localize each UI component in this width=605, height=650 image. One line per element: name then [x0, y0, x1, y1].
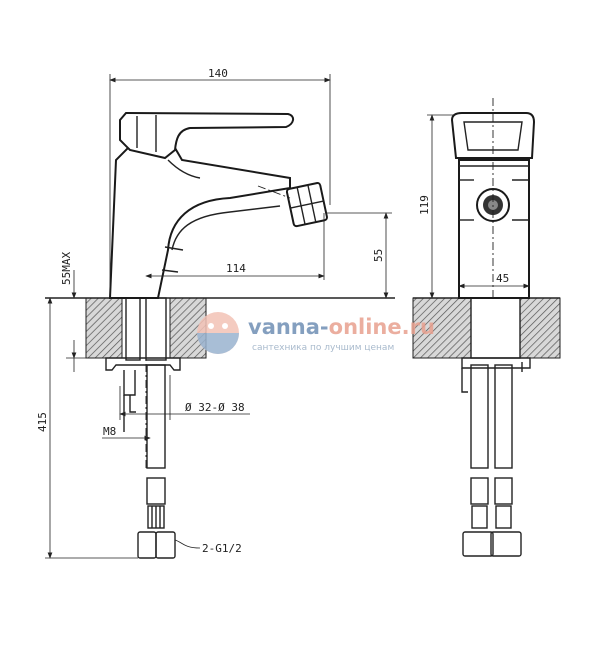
counter-section-side-left — [412, 297, 472, 359]
faucet-body — [108, 147, 291, 299]
dim-55max: 55MAX — [60, 252, 73, 285]
aerator — [285, 182, 328, 228]
dim-119: 119 — [418, 195, 431, 215]
watermark-brand-1: vanna- — [248, 315, 329, 339]
dim-55: 55 — [372, 249, 385, 262]
dim-connection: 2-G1/2 — [202, 542, 242, 555]
dim-45: 45 — [496, 272, 509, 285]
svg-text:vanna-online.ru: vanna-online.ru — [248, 315, 435, 339]
dim-m8: M8 — [103, 425, 116, 438]
watermark-tagline: сантехника по лучшим ценам — [252, 343, 394, 353]
counter-section-left — [85, 297, 123, 359]
dim-114: 114 — [226, 262, 246, 275]
counter-section-side-right — [519, 297, 561, 359]
side-body — [458, 159, 530, 299]
dim-140: 140 — [208, 67, 228, 80]
lever-handle — [119, 111, 294, 160]
watermark-brand-2: online.ru — [329, 315, 435, 339]
dim-hole-diameter: Ø 32-Ø 38 — [185, 401, 245, 414]
watermark: vanna-online.ru сантехника по лучшим цен… — [197, 312, 435, 354]
side-view: 119 45 — [412, 98, 561, 557]
front-view: 140 114 55 55MAX 415 Ø 32-Ø 38 M8 2-G1/2 — [36, 67, 395, 559]
dim-415: 415 — [36, 412, 49, 432]
